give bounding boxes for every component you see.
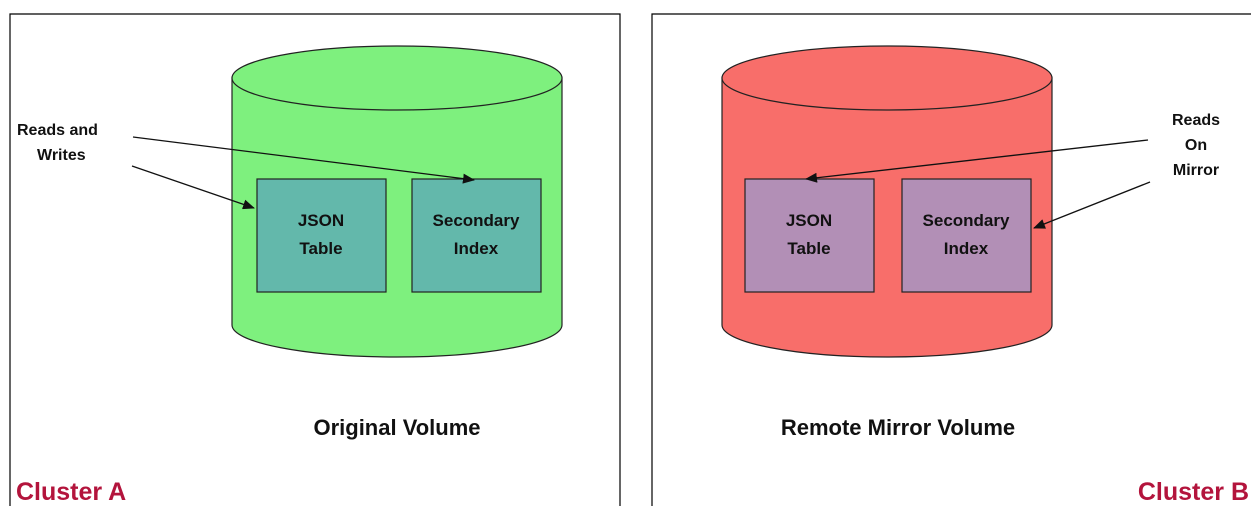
mirror-secondary-index-rect (901, 178, 1032, 293)
json-table-label-line1: JSON (298, 211, 344, 230)
cluster-b-frame (651, 13, 1251, 506)
cluster-a-frame (9, 13, 621, 506)
mirror-json-table-rect (744, 178, 875, 293)
arrow-to-mirror-secondary-index (1033, 181, 1151, 229)
reads-on-mirror-label-line1: Reads (1172, 112, 1220, 129)
reads-on-mirror-label-line3: Mirror (1173, 162, 1219, 179)
arrow-to-mirror-json-table (805, 139, 1149, 183)
mirror-json-table-label-line1: JSON (786, 211, 832, 230)
mirror-cylinder-top (721, 45, 1053, 111)
json-table-label-line2: Table (299, 239, 342, 258)
mirror-json-table-box: JSON Table (744, 178, 875, 293)
mirror-json-table-label-line2: Table (787, 239, 830, 258)
arrow-to-secondary-index (132, 136, 475, 184)
reads-on-mirror-label-line2: On (1185, 137, 1207, 154)
secondary-index-rect (411, 178, 542, 293)
cluster-a-panel: JSON Table Secondary Index Reads and Wri… (9, 13, 621, 506)
mirror-secondary-index-label-line1: Secondary (923, 211, 1010, 230)
reads-writes-label-line2: Writes (37, 147, 86, 164)
mirror-secondary-index-box: Secondary Index (901, 178, 1032, 293)
cluster-b-label: Cluster B (1138, 478, 1249, 506)
json-table-box: JSON Table (256, 178, 387, 293)
remote-mirror-volume-label: Remote Mirror Volume (781, 415, 1015, 440)
cluster-a-label: Cluster A (16, 478, 126, 506)
original-cylinder-top (231, 45, 563, 111)
reads-writes-label-line1: Reads and (17, 122, 98, 139)
arrow-to-json-table (131, 165, 255, 210)
secondary-index-label-line2: Index (454, 239, 499, 258)
secondary-index-label-line1: Secondary (433, 211, 520, 230)
secondary-index-box: Secondary Index (411, 178, 542, 293)
json-table-rect (256, 178, 387, 293)
original-volume-label: Original Volume (313, 415, 480, 440)
mirror-secondary-index-label-line2: Index (944, 239, 989, 258)
cluster-b-panel: JSON Table Secondary Index Reads On Mirr… (651, 13, 1251, 506)
